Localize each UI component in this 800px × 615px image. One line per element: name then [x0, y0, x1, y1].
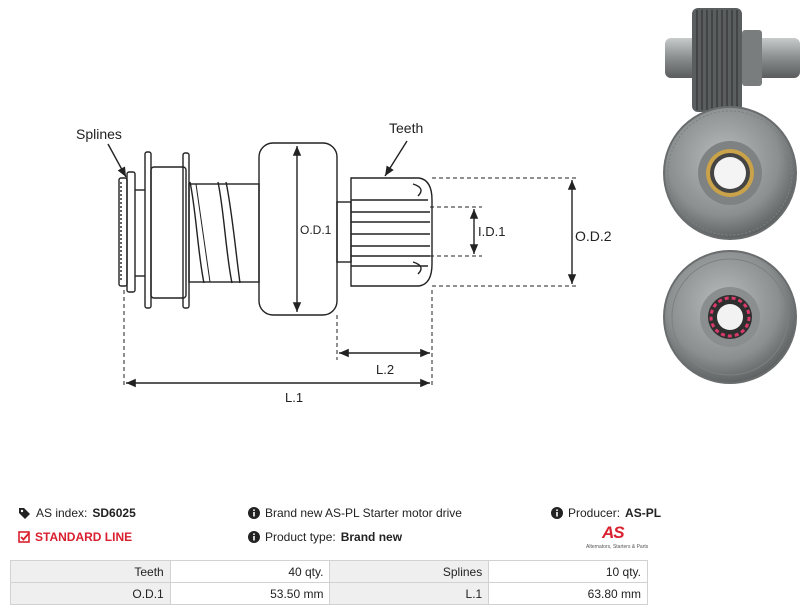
spec-label: Splines: [329, 560, 490, 583]
spec-value: 63.80 mm: [488, 582, 648, 605]
id1-label: I.D.1: [478, 224, 505, 239]
table-row: Teeth 40 qty. Splines 10 qty.: [10, 560, 648, 583]
l2-label: L.2: [376, 362, 394, 377]
pinion-gear: [350, 177, 433, 287]
product-type-value: Brand new: [340, 530, 403, 544]
spec-label: L.1: [329, 582, 490, 605]
logo-mark: AS: [602, 523, 625, 542]
spec-value: 10 qty.: [488, 560, 648, 583]
description-text: Brand new AS-PL Starter motor drive: [265, 506, 462, 520]
as-pl-logo: AS Alternators, Starters & Parts: [586, 523, 652, 553]
photo-back-view: [663, 250, 797, 384]
table-row: O.D.1 53.50 mm L.1 63.80 mm: [10, 582, 648, 605]
product-type-label: Product type:: [265, 530, 336, 544]
splines-label: Splines: [76, 126, 122, 142]
spec-label: O.D.1: [10, 582, 171, 605]
spec-value: 53.50 mm: [169, 582, 331, 605]
spline-end: [118, 177, 128, 287]
specs-table: Teeth 40 qty. Splines 10 qty. O.D.1 53.5…: [10, 560, 648, 605]
technical-drawing: Splines Teeth O.D.1 I.D.1 O.D.2 L.2 L.1: [76, 120, 612, 405]
teeth-label: Teeth: [389, 120, 423, 136]
producer-value: AS-PL: [625, 506, 662, 520]
l1-label: L.1: [285, 390, 303, 405]
product-description: Brand new AS-PL Starter motor drive: [248, 506, 462, 520]
as-index: AS index: SD6025: [18, 506, 136, 520]
producer: Producer: AS-PL: [551, 506, 661, 520]
product-line: STANDARD LINE: [18, 530, 132, 544]
info-icon: [248, 531, 260, 543]
info-icon: [551, 507, 563, 519]
check-square-icon: [18, 531, 30, 543]
logo-tagline: Alternators, Starters & Parts: [586, 544, 649, 550]
photo-side-view: [665, 8, 800, 112]
od2-label: O.D.2: [575, 228, 612, 244]
flange-plate: [144, 151, 152, 309]
spec-value: 40 qty.: [169, 560, 331, 583]
tag-icon: [19, 508, 30, 519]
as-index-value: SD6025: [92, 506, 136, 520]
photo-front-view: [663, 106, 797, 240]
product-photos: [663, 8, 800, 384]
od1-label: O.D.1: [300, 223, 332, 237]
spec-label: Teeth: [10, 560, 171, 583]
standard-line-badge: STANDARD LINE: [35, 530, 133, 544]
as-index-label: AS index:: [36, 506, 88, 520]
product-info: AS index: SD6025 STANDARD LINE Brand new…: [0, 500, 800, 560]
producer-label: Producer:: [568, 506, 621, 520]
product-type: Product type: Brand new: [248, 530, 402, 544]
info-icon: [248, 507, 260, 519]
